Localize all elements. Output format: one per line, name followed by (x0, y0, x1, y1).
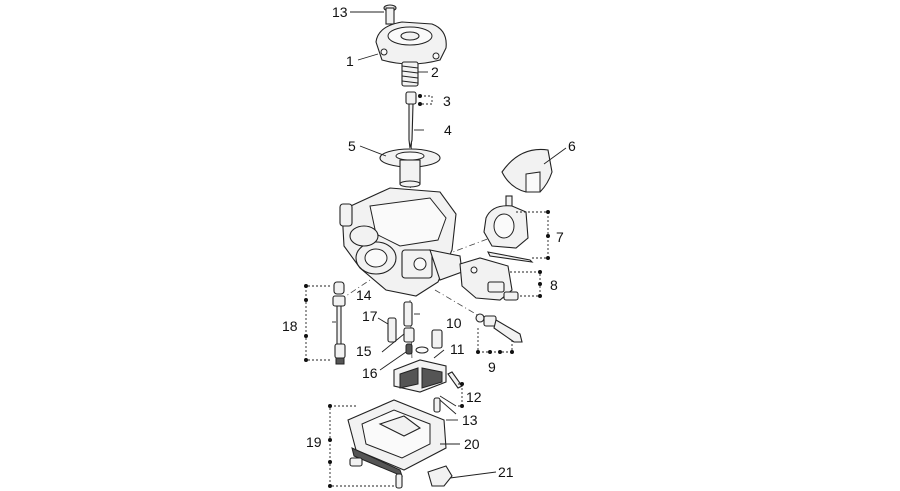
bracket-part-12 (456, 382, 464, 408)
callout-11: 11 (450, 341, 465, 357)
part-6-choke-cover (501, 148, 553, 193)
callout-7: 7 (556, 229, 564, 245)
bracket-part-18 (304, 284, 330, 362)
part-2-spring (401, 61, 419, 87)
callout-18: 18 (282, 318, 298, 334)
callout-5: 5 (348, 138, 356, 154)
part-21-bracket (427, 465, 453, 487)
part-5-diaphragm-piston (379, 148, 441, 188)
callout-1: 1 (346, 53, 354, 69)
float (393, 359, 447, 393)
callout-16: 16 (362, 365, 378, 381)
part-4-jet-needle (408, 103, 414, 149)
part-7-choke-assembly (483, 195, 534, 263)
part-20-float-bowl (347, 399, 447, 477)
part-19-bowl-screws (349, 457, 403, 489)
callout-13-lower: 13 (462, 412, 478, 428)
callout-21: 21 (498, 464, 514, 480)
bracket-part-3 (418, 94, 433, 106)
part-13-top-screw (383, 4, 397, 25)
callout-15: 15 (356, 343, 372, 359)
callout-6: 6 (568, 138, 576, 154)
carburetor-body (339, 187, 463, 297)
leader-lines (332, 11, 567, 479)
part-9-mixture-screw-set (475, 313, 523, 343)
callout-19: 19 (306, 434, 322, 450)
bracket-part-8 (510, 270, 542, 298)
part-1-top-cover (375, 21, 447, 65)
part-10-jet (431, 329, 443, 349)
part-17-pilot-jet (387, 317, 397, 343)
callout-20: 20 (464, 436, 480, 452)
part-14-needle-jet (403, 301, 413, 327)
callout-3: 3 (443, 93, 451, 109)
callout-labels: 13 1 2 3 4 5 6 7 8 9 10 11 12 13 14 15 1… (282, 4, 576, 480)
part-15-main-jet (403, 327, 415, 343)
bracket-part-19 (328, 404, 394, 488)
callout-10: 10 (446, 315, 462, 331)
callout-8: 8 (550, 277, 558, 293)
part-16-float-valve (405, 343, 413, 355)
part-11-o-ring (415, 346, 429, 354)
part-18-idle-screw-assembly (332, 281, 346, 365)
part-13-lower-screw (433, 397, 441, 413)
callout-12: 12 (466, 389, 482, 405)
callout-13-top: 13 (332, 4, 348, 20)
part-12-float-pin (447, 371, 463, 389)
callout-2: 2 (431, 64, 439, 80)
callout-9: 9 (488, 359, 496, 375)
bracket-part-9 (476, 328, 514, 354)
bracket-part-7 (516, 210, 550, 260)
callout-4: 4 (444, 122, 452, 138)
callout-14: 14 (356, 287, 372, 303)
part-3-needle-clip (405, 91, 417, 105)
callout-17: 17 (362, 308, 378, 324)
part-8-cover-plate (459, 257, 519, 301)
